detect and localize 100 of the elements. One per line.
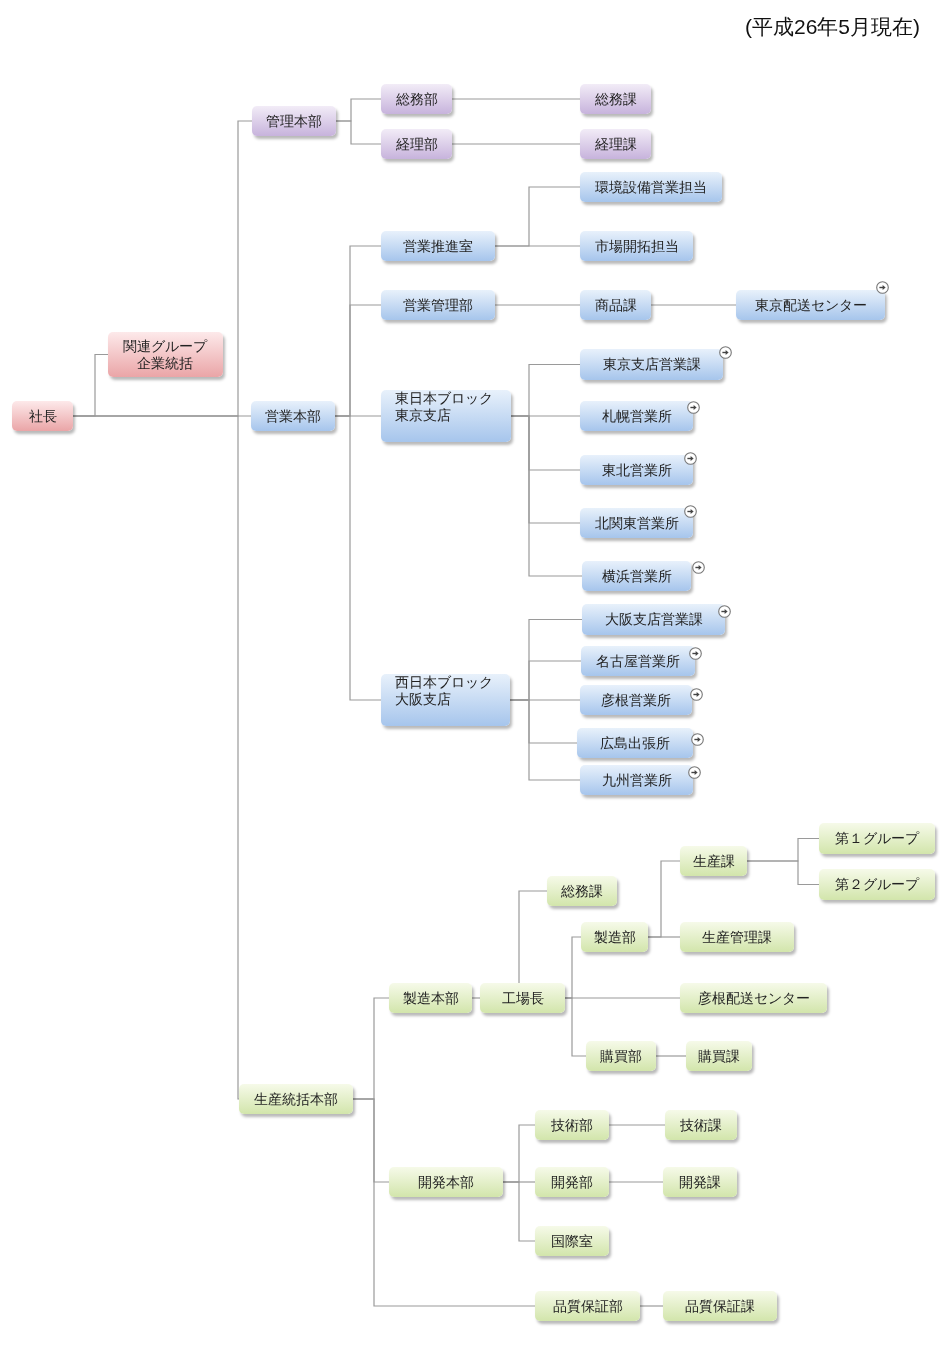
unit-name: 社長: [28, 407, 57, 425]
unit-box: [663, 1291, 777, 1321]
unit-name: 総務課: [561, 882, 603, 900]
connector-line: [494, 304, 581, 306]
unit-box: [580, 349, 723, 380]
unit-name: 市場開拓担当: [594, 237, 679, 255]
unit-box: [239, 1084, 353, 1114]
unit-box: [12, 401, 73, 431]
unit-name: 大阪支店営業課: [604, 611, 703, 628]
unit-name: 環境設備営業担当: [595, 178, 707, 196]
unit-name: 東京支店営業課: [602, 356, 701, 373]
connector-line: [494, 245, 581, 247]
unit-name: 営業本部: [265, 407, 321, 425]
unit-box: [586, 1041, 656, 1071]
unit-box: [389, 1167, 503, 1197]
unit-name: 彦根営業所: [601, 691, 671, 709]
unit-box: [581, 646, 695, 676]
unit-name: 生産課: [692, 852, 735, 870]
unit-box: [580, 172, 722, 202]
unit-box: [252, 106, 336, 136]
connector-line: [510, 415, 583, 577]
unit-box: [581, 922, 648, 952]
unit-box: [480, 983, 565, 1013]
unit-name: 技術課: [680, 1116, 722, 1134]
unit-box: [547, 876, 617, 906]
unit-name: 第１グループ: [835, 830, 919, 847]
unit-box: [381, 84, 452, 114]
unit-box: [686, 1041, 752, 1071]
unit-box: [381, 290, 495, 320]
unit-name: 東日本ブロック東京支店: [395, 390, 494, 424]
connector-line: [451, 143, 581, 145]
unit-name: 九州営業所: [601, 771, 672, 789]
unit-box: [580, 401, 693, 431]
unit-name: 広島出張所: [600, 734, 670, 752]
unit-name: 営業管理部: [403, 296, 473, 314]
unit-name: 彦根配送センター: [697, 989, 810, 1007]
unit-name: 商品課: [594, 296, 637, 314]
unit-box: [580, 129, 651, 159]
unit-name: 西日本ブロック大阪支店: [395, 674, 494, 708]
unit-name: 製造部: [593, 928, 636, 946]
connector-line: [335, 120, 382, 145]
unit-name: 生産管理課: [702, 928, 772, 946]
date-note: (平成26年5月現在): [744, 14, 920, 40]
connector-line: [451, 98, 581, 100]
unit-box: [535, 1110, 609, 1140]
unit-box: [663, 1167, 737, 1197]
unit-name: 北関東営業所: [594, 514, 679, 532]
unit-box: [535, 1291, 640, 1321]
unit-box: [108, 332, 223, 377]
unit-box: [535, 1226, 609, 1256]
unit-box: [580, 765, 693, 795]
unit-name: 生産統括本部: [254, 1090, 338, 1108]
unit-name: 購買部: [600, 1047, 642, 1065]
connector-line: [647, 936, 681, 938]
connector-line: [509, 699, 581, 781]
unit-name: 品質保証部: [552, 1297, 623, 1315]
unit-box: [577, 728, 693, 758]
unit-name: 製造本部: [402, 989, 459, 1007]
unit-box: [680, 983, 827, 1013]
unit-box: [580, 455, 693, 485]
unit-name: 経理課: [594, 135, 637, 153]
connector-line: [72, 415, 240, 1100]
connector-line: [564, 997, 587, 1057]
unit-name: 開発本部: [418, 1173, 474, 1191]
unit-box: [381, 231, 495, 261]
unit-box: [580, 685, 692, 715]
unit-name: 品質保証課: [685, 1297, 755, 1315]
unit-box: [535, 1167, 609, 1197]
connector-line: [502, 1181, 536, 1242]
connector-line: [518, 890, 548, 984]
unit-box: [580, 508, 693, 538]
connector-line: [608, 1124, 666, 1126]
unit-name: 総務課: [594, 90, 637, 108]
connector-line: [471, 997, 481, 999]
unit-name: 東京配送センター: [754, 296, 867, 314]
connector-line: [334, 415, 382, 701]
unit-box: [665, 1110, 737, 1140]
unit-name: 技術部: [551, 1116, 593, 1134]
unit-name: 横浜営業所: [601, 567, 672, 585]
connector-line: [655, 1055, 687, 1057]
unit-name: 購買課: [698, 1047, 740, 1065]
unit-box: [389, 983, 472, 1013]
unit-box: [819, 823, 935, 854]
connector-line: [639, 1305, 664, 1307]
unit-name: 関連グループ企業統括: [122, 337, 209, 372]
unit-box: [381, 674, 510, 726]
unit-box: [381, 129, 452, 159]
unit-name: 名古屋営業所: [596, 652, 680, 670]
unit-box: [736, 290, 885, 320]
unit-box: [680, 846, 747, 876]
unit-name: 営業推進室: [403, 237, 473, 255]
unit-box: [580, 84, 651, 114]
unit-name: 総務部: [395, 90, 438, 108]
connector-line: [352, 1098, 536, 1307]
unit-name: 国際室: [551, 1232, 593, 1250]
unit-box: [582, 561, 691, 591]
unit-name: 工場長: [501, 989, 544, 1007]
unit-name: 第２グループ: [835, 876, 919, 893]
unit-name: 管理本部: [266, 112, 322, 130]
connector-line: [608, 1181, 664, 1183]
